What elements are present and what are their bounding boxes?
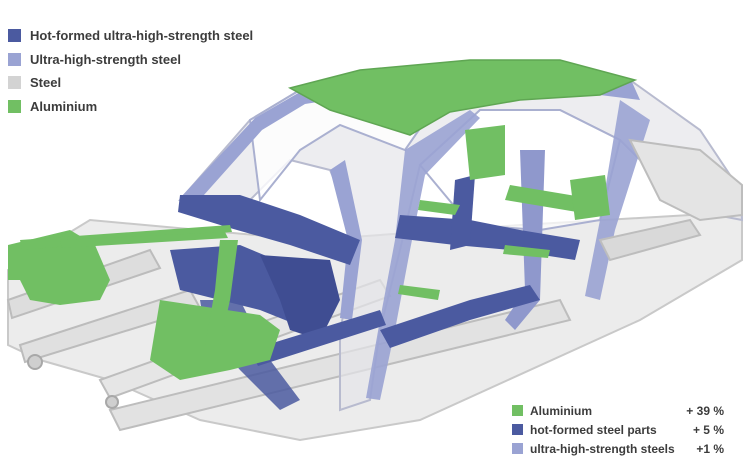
legend-item-steel: Steel	[8, 71, 253, 95]
stat-value: +1 %	[696, 441, 724, 456]
stat-label: hot-formed steel parts	[530, 422, 657, 437]
stat-label: ultra-high-strength steels	[530, 441, 675, 456]
rear-structure	[598, 138, 743, 262]
front-wheel-hub	[27, 354, 43, 370]
stat-value: + 39 %	[686, 403, 724, 418]
legend-label: Aluminium	[30, 98, 98, 114]
stat-swatch-hot-formed	[512, 424, 523, 435]
material-legend: Hot-formed ultra-high-strength steel Ult…	[8, 24, 253, 118]
legend-item-hot-formed: Hot-formed ultra-high-strength steel	[8, 24, 253, 48]
legend-swatch-ultra-high-strength	[8, 52, 21, 66]
rear-wheel-hub	[105, 395, 119, 409]
legend-item-aluminium: Aluminium	[8, 95, 253, 119]
stat-label: Aluminium	[530, 403, 592, 418]
material-share-stats: Aluminium + 39 % hot-formed steel parts …	[512, 401, 724, 458]
aluminium-roof	[287, 59, 638, 136]
legend-swatch-aluminium	[8, 99, 21, 113]
legend-label: Ultra-high-strength steel	[30, 51, 181, 67]
legend-swatch-hot-formed	[8, 29, 21, 43]
legend-item-ultra-high-strength: Ultra-high-strength steel	[8, 48, 253, 72]
stat-swatch-aluminium	[512, 405, 523, 416]
stat-row-ultra-high-strength: ultra-high-strength steels +1 %	[512, 439, 724, 458]
hot-formed-parts	[170, 175, 580, 410]
legend-label: Steel	[30, 75, 62, 91]
legend-swatch-steel	[8, 76, 21, 90]
aluminium-parts	[8, 125, 610, 380]
stat-row-hot-formed: hot-formed steel parts + 5 %	[512, 420, 724, 439]
legend-label: Hot-formed ultra-high-strength steel	[30, 28, 254, 44]
stat-row-aluminium: Aluminium + 39 %	[512, 401, 724, 420]
stat-swatch-ultra-high-strength	[512, 443, 523, 454]
stat-value: + 5 %	[692, 422, 724, 437]
